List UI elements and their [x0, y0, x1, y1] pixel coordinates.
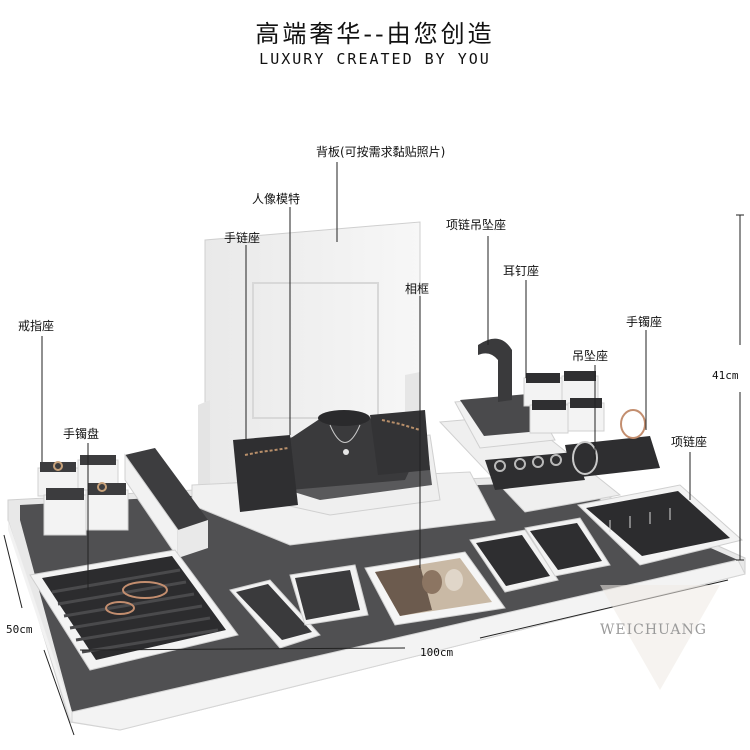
label-bangle-tray: 手镯盘 — [63, 427, 100, 441]
pendant-arch-stand — [478, 338, 512, 402]
dimension-depth: 50cm — [6, 623, 33, 636]
watermark-text: WEICHUANG — [600, 622, 707, 638]
label-necklace-pendant-stand: 项链吊坠座 — [446, 218, 507, 232]
label-bangle-stand: 手镯座 — [626, 315, 663, 329]
watermark-logo-shape — [600, 585, 720, 690]
label-pendant-stand: 吊坠座 — [572, 349, 609, 363]
dimension-width: 100cm — [420, 646, 454, 659]
front-cubes — [229, 564, 369, 649]
bracelet-stand — [233, 410, 430, 512]
front-right-trays — [469, 517, 611, 593]
ring-row-tray — [485, 452, 585, 490]
label-backboard: 背板(可按需求黏贴照片) — [316, 145, 446, 159]
ring-stand — [37, 455, 129, 536]
label-ring-stand: 戒指座 — [18, 319, 55, 333]
label-bracelet-stand: 手链座 — [224, 231, 261, 245]
headline-chinese: 高端奢华--由您创造 — [255, 20, 495, 48]
bangle-stand — [565, 409, 660, 478]
label-necklace-stand: 项链座 — [671, 435, 708, 449]
necklace-tray — [576, 484, 744, 566]
callout-leader-lines — [41, 162, 691, 590]
label-earring-stand: 耳钉座 — [503, 264, 540, 278]
dimension-height: 41cm — [712, 369, 739, 382]
bracelet-block — [124, 448, 208, 560]
photo-frame — [364, 551, 506, 626]
earring-stand — [523, 371, 605, 434]
headline-english: LUXURY CREATED BY YOU — [259, 50, 491, 68]
label-photo-frame: 相框 — [405, 282, 430, 296]
label-bust: 人像模特 — [252, 192, 301, 206]
